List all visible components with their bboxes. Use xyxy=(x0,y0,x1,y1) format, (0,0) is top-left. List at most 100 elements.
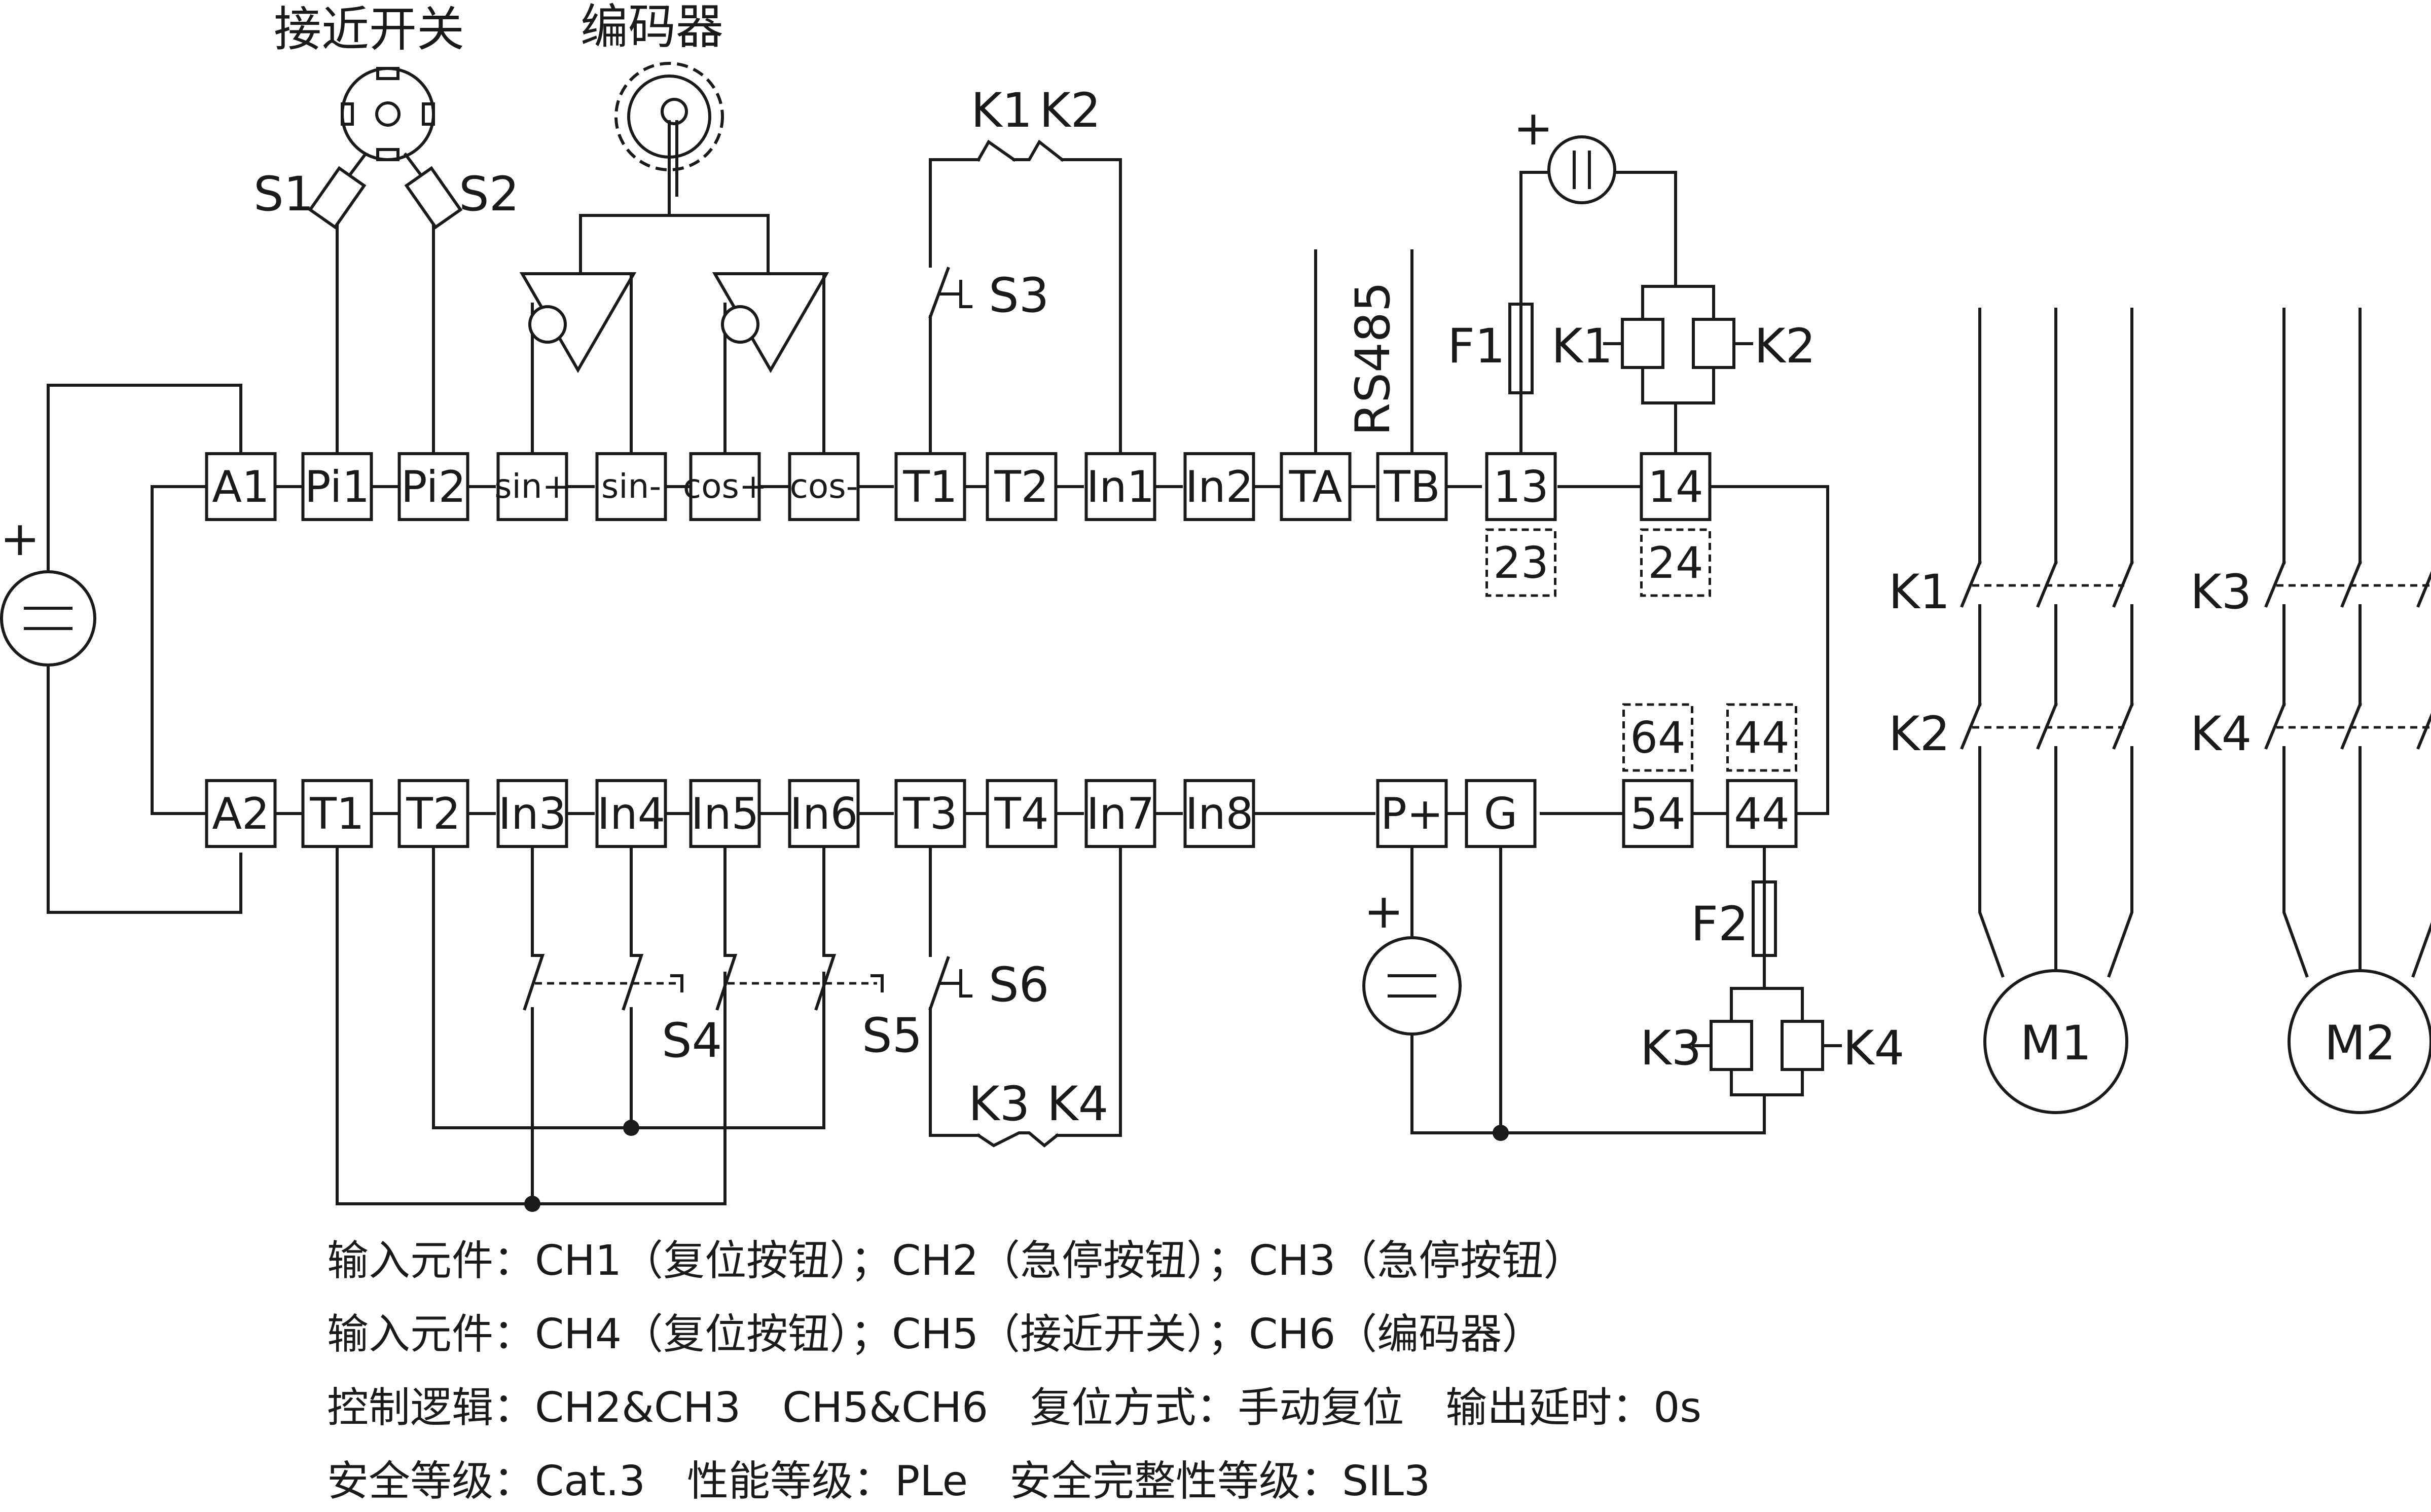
terminal-box xyxy=(788,779,860,848)
terminal-t4: T4 xyxy=(986,779,1058,848)
note-line-1: 输入元件：CH1（复位按钮）；CH2（急停按钮）；CH3（急停按钮） xyxy=(327,1237,1585,1285)
terminal-in1: In1 xyxy=(1084,452,1156,521)
terminal-label: G xyxy=(1484,789,1518,839)
label-k1-motor: K1 xyxy=(1889,565,1950,620)
dc-source-symbol xyxy=(1362,936,1462,1036)
label-k3-motor: K3 xyxy=(2190,565,2252,620)
terminal-box xyxy=(1183,452,1255,521)
terminal-box xyxy=(1376,452,1448,521)
terminal-in4: In4 xyxy=(595,779,667,848)
terminal-t2: T2 xyxy=(397,779,469,848)
terminal-box xyxy=(301,779,373,848)
label-k1-top: K1 xyxy=(971,83,1032,138)
terminal-box xyxy=(689,779,761,848)
terminal-label: 44 xyxy=(1734,789,1789,839)
terminal-box xyxy=(1726,779,1798,848)
terminal-label: A1 xyxy=(212,462,270,512)
terminal-44: 44 xyxy=(1726,779,1798,848)
dc-supply-bottom: + xyxy=(1362,884,1462,1036)
terminal-label: 64 xyxy=(1630,713,1685,763)
label-f2: F2 xyxy=(1691,897,1749,952)
terminal-box xyxy=(595,779,667,848)
sensor-s2 xyxy=(403,152,463,230)
emergency-stops-s4-s5: S4 S5 xyxy=(523,954,922,1068)
feedback-contacts-k1-k2: K1 K2 xyxy=(971,83,1101,162)
dc-supply-top: + xyxy=(1513,101,1616,204)
terminal-label: Pi1 xyxy=(305,462,370,512)
terminal-label: T2 xyxy=(406,789,460,839)
label-s1: S1 xyxy=(253,167,314,222)
terminal-label: Pi2 xyxy=(401,462,466,512)
terminal-in5: In5 xyxy=(689,779,761,848)
terminal-box xyxy=(1485,452,1557,521)
terminal-box xyxy=(788,452,860,521)
label-rs485: RS485 xyxy=(1346,282,1401,436)
terminal-pi1: Pi1 xyxy=(301,452,373,521)
terminal-box xyxy=(1376,779,1448,848)
terminal-label: 14 xyxy=(1648,462,1703,512)
terminal-box xyxy=(205,779,277,848)
terminal-label: In6 xyxy=(790,789,858,839)
terminal-label: In8 xyxy=(1185,789,1254,839)
encoder-line-driver-a xyxy=(519,272,637,373)
dc-source-bars xyxy=(24,607,72,630)
fuse-f2: F2 xyxy=(1691,880,1777,957)
dc-source-bars xyxy=(1388,974,1436,998)
reset-button-s6: S6 xyxy=(928,956,1049,1013)
wires xyxy=(47,158,2431,1205)
wheel-notches xyxy=(341,67,435,161)
label-s4: S4 xyxy=(662,1013,722,1068)
label-k2-motor: K2 xyxy=(1889,707,1950,762)
terminal-label: 13 xyxy=(1493,462,1548,512)
label-k4-motor: K4 xyxy=(2190,707,2252,762)
coil-k1 xyxy=(1621,318,1664,369)
terminal-box xyxy=(1640,452,1712,521)
label-k3-bottom: K3 xyxy=(968,1077,1030,1132)
motor-m1: M1 xyxy=(1983,969,2128,1114)
junction-dots xyxy=(524,1120,1509,1212)
terminal-label: TB xyxy=(1383,462,1440,512)
proximity-switch-assembly: S1 S2 接近开关 xyxy=(253,2,519,230)
terminal-label: sin- xyxy=(601,467,661,506)
motor-m2: M2 xyxy=(2288,969,2431,1114)
encoder-shaft xyxy=(661,98,688,125)
terminal-23: 23 xyxy=(1485,528,1556,597)
terminal-label: In5 xyxy=(691,789,759,839)
terminal-pi2: Pi2 xyxy=(397,452,469,521)
terminal-14: 14 xyxy=(1640,452,1712,521)
terminal-24: 24 xyxy=(1640,528,1711,597)
terminal-label: P+ xyxy=(1381,789,1443,839)
terminal-box xyxy=(894,452,966,521)
terminal-a1: A1 xyxy=(205,452,277,521)
dc-source-symbol xyxy=(1547,135,1616,204)
terminal-cos: cos+ xyxy=(683,452,767,521)
bottom-aux-terminal-row: 64 44 xyxy=(1622,703,1797,772)
terminal-label: TA xyxy=(1289,462,1343,512)
terminal-box xyxy=(1622,779,1694,848)
terminal-p: P+ xyxy=(1376,779,1448,848)
terminal-label: In2 xyxy=(1185,462,1254,512)
terminal-box xyxy=(1183,779,1255,848)
terminal-sin: sin+ xyxy=(494,452,570,521)
terminal-label: sin+ xyxy=(494,467,570,506)
dc-source-symbol xyxy=(0,570,96,667)
wheel-hub xyxy=(375,101,401,127)
terminal-in2: In2 xyxy=(1183,452,1255,521)
terminal-box xyxy=(397,452,469,521)
terminal-box xyxy=(301,452,373,521)
terminal-label: T1 xyxy=(902,462,957,512)
junction-dot xyxy=(524,1196,540,1212)
terminal-box xyxy=(1726,703,1797,772)
terminal-t1: T1 xyxy=(301,779,373,848)
label-s5: S5 xyxy=(862,1008,922,1063)
terminal-54: 54 xyxy=(1622,779,1694,848)
dc-supply-left: + xyxy=(0,511,96,667)
terminal-box xyxy=(894,779,966,848)
terminal-64: 64 xyxy=(1622,703,1693,772)
terminal-label: 44 xyxy=(1734,713,1789,763)
terminal-in3: In3 xyxy=(496,779,568,848)
label-proximity-switch: 接近开关 xyxy=(274,2,464,57)
terminal-box xyxy=(397,779,469,848)
terminal-label: T3 xyxy=(902,789,957,839)
